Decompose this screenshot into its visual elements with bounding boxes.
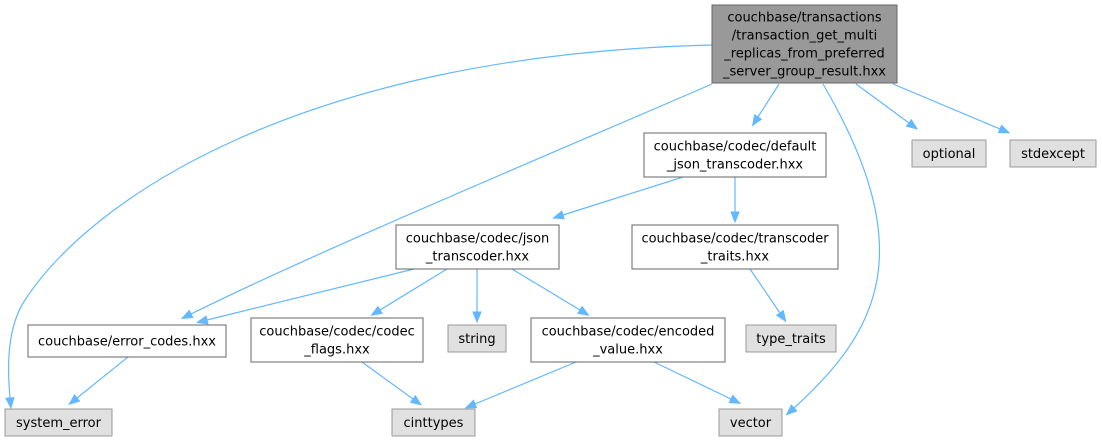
node-box [1009,139,1097,168]
node-transcoder-traits[interactable]: couchbase/codec/transcoder _traits.hxx [631,224,839,270]
node-error-codes[interactable]: couchbase/error_codes.hxx [27,324,227,358]
node-label-line: _server_group_result.hxx [722,65,886,80]
node-box [745,324,837,353]
node-label-line: couchbase/codec/codec [259,325,414,340]
node-label-line: /transaction_get_multi [732,29,877,44]
node-box [395,224,560,270]
node-box [643,132,827,178]
edge-json-transcoder-to-string [472,269,482,324]
edge-encoded-value-to-cinttypes [464,361,577,409]
node-label-line: couchbase/codec/json [406,232,550,247]
node-label-line: vector [730,416,772,431]
node-box [250,317,424,363]
node-optional: optional [911,139,987,168]
node-label-line: _value.hxx [592,343,663,358]
node-vector: vector [718,408,783,437]
node-box [27,324,227,358]
node-label-line: couchbase/transactions [727,11,882,26]
edge-default-json-transcoder-to-transcoder-traits [730,177,740,224]
edge-root-to-optional [855,83,919,130]
node-label-line: system_error [16,416,102,431]
node-box [711,4,898,84]
node-type-traits: type_traits [745,324,837,353]
edge-encoded-value-to-vector [653,361,742,404]
node-default-json-transcoder[interactable]: couchbase/codec/default _json_transcoder.… [643,132,827,178]
node-box [391,408,476,437]
node-label-line: couchbase/codec/default [654,140,817,155]
node-box [447,324,507,353]
node-json-transcoder[interactable]: couchbase/codec/json _transcoder.hxx [395,224,560,270]
edge-root-to-vector [785,83,881,416]
node-label-line: couchbase/codec/encoded [542,325,715,340]
node-label-line: _flags.hxx [303,343,370,358]
node-box [530,317,726,363]
edge-json-transcoder-to-encoded-value [511,268,590,316]
node-encoded-value[interactable]: couchbase/codec/encoded _value.hxx [530,317,726,363]
edge-root-to-default-json-transcoder [751,83,780,127]
node-label-line: stdexcept [1021,147,1085,162]
node-stdexcept: stdexcept [1009,139,1097,168]
edge-root-to-system-error [5,44,713,410]
edge-error-codes-to-system-error [68,356,129,406]
node-codec-flags[interactable]: couchbase/codec/codec _flags.hxx [250,317,424,363]
node-label-line: cinttypes [404,416,464,431]
edge-json-transcoder-to-error-codes [195,268,415,325]
node-system-error: system_error [4,408,113,437]
node-layer: couchbase/transactions/transaction_get_m… [4,4,1097,437]
node-box [718,408,783,437]
node-label-line: _json_transcoder.hxx [666,158,804,173]
edge-transcoder-traits-to-type-traits [749,268,787,323]
node-label-line: _replicas_from_preferred [723,47,884,62]
edge-default-json-transcoder-to-json-transcoder [552,176,684,220]
edge-layer [5,44,1011,416]
node-label-line: string [458,332,495,347]
node-box [631,224,839,270]
node-cinttypes: cinttypes [391,408,476,437]
edge-root-to-error-codes [180,83,713,320]
edge-json-transcoder-to-codec-flags [370,268,448,316]
node-string: string [447,324,507,353]
node-label-line: type_traits [756,332,826,347]
node-root: couchbase/transactions/transaction_get_m… [711,4,898,84]
node-label-line: optional [923,147,976,162]
node-label-line: _transcoder.hxx [425,250,529,265]
edge-codec-flags-to-cinttypes [361,361,423,406]
node-box [911,139,987,168]
node-label-line: couchbase/codec/transcoder [641,232,829,247]
edge-root-to-stdexcept [892,83,1011,134]
node-label-line: _traits.hxx [700,250,769,265]
node-box [4,408,113,437]
node-label-line: couchbase/error_codes.hxx [38,335,216,350]
